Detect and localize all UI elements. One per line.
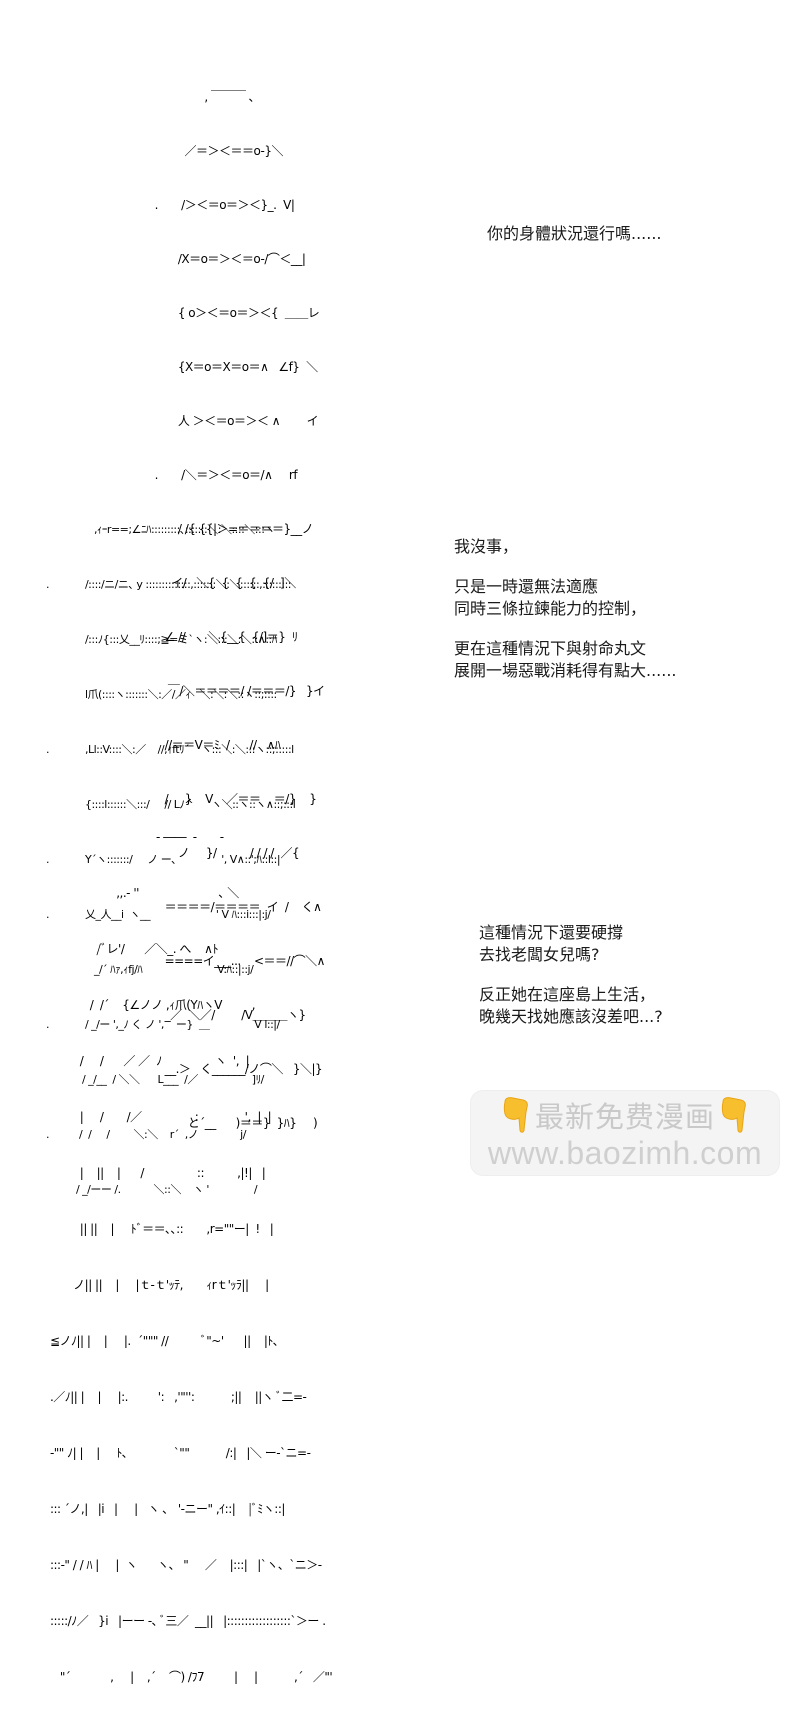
art-line: | || | / :: ,|!| |: [40, 1166, 266, 1180]
ascii-art-character-1: , ￣￣￣ ､ ／＝＞＜＝＝o-}＼ . /＞＜＝o＝＞＜}_. V| /X＝o…: [148, 52, 326, 1168]
art-line: / / ／ ／ ﾉ ヽ ', |: [40, 1054, 250, 1068]
panel-2: ,ｨｰr==;∠ﾆﾊ:::::::::､:::::::＼:＼::::＼:::ヽ …: [0, 470, 800, 1196]
art-line: . /::::/ニ/ニ､ y ::::::::::::::,:::::::＼:＼…: [40, 578, 292, 591]
art-line: l爪(::::ヽ:::::::＼:／/／ｨ ＼:＼:＼::ヽ::;::::: [40, 688, 277, 701]
art-line: ∠ // ＼{__{ {/]＝} ﾘ: [148, 630, 298, 644]
pointing-down-hand-icon: [501, 1096, 531, 1134]
art-line: :::::/ﾉ／ }i |ーー ‐､ ﾞ三／ __|| |:::::::::::…: [40, 1614, 326, 1628]
art-line: "´ , | ,´ ⌒) /ﾌ7 | | ,´ ／"': [40, 1670, 333, 1684]
art-line: ＝＝＝＝/＝＝＝＝ イ / く∧: [148, 900, 322, 914]
ascii-art-character-3: ‐ ―― ‐ ‐ ,,.‐ '' ､ ＼ /ﾞレ'/ ／＼_. へ ∧ﾄ / /…: [40, 792, 333, 1724]
watermark-title: 最新免费漫画: [534, 1100, 715, 1134]
dialog-line: 這種情況下還要硬撐: [479, 923, 624, 942]
dialog-line: 晚幾天找她應該沒差吧...?: [479, 1007, 663, 1026]
art-line: . /＼＝＞＜＝o＝/∧ rf: [148, 468, 298, 482]
dialog-gap: [454, 558, 677, 576]
art-line: . / _/ー ',_ﾉ く ノ ', ー} ＿ V l::|/: [40, 1018, 280, 1031]
art-line: /:::ﾉ{:::乂__ﾘ::::;≧=ミ`ヽ:＼:::＼:＼::∧::ﾊ: [40, 633, 277, 646]
dialog-gap: [479, 966, 663, 984]
art-line: / } V ／＝＝ ＝/} }: [148, 792, 317, 806]
dialog-line: 我沒事，: [454, 537, 519, 556]
art-line: -"" ﾉ| | | ﾄ､ `"" /:| |＼ ー-`ニ=-: [40, 1446, 311, 1460]
art-line: _／ ＼／/ /V＿＿＿ヽ}: [148, 1008, 307, 1022]
art-line: , ￣￣￣ ､: [148, 90, 255, 104]
dialog-line: 展開一場惡戰消耗得有點大......: [454, 661, 677, 680]
art-line: / _/ーー /. ＼::＼ ヽ ' /: [40, 1183, 258, 1196]
dialog-line: 更在這種情況下與射命丸文: [454, 639, 647, 658]
dialog-line: 同時三條拉鍊能力的控制，: [454, 599, 647, 618]
art-line: /X＝o＝＞＜＝o-/⌒＜__|: [148, 252, 306, 266]
art-line: ノ }/ / / / / ／{: [148, 846, 300, 860]
art-line: __.＞ く______/ノ⌒＼ }＼|}: [148, 1062, 323, 1076]
pointing-down-hand-icon: [719, 1096, 749, 1134]
art-line: / /´ {∠ノノ ,ｨ爪(YﾊヽⅤ ,: [40, 998, 256, 1012]
art-line: ,,.‐ '' ､ ＼: [40, 886, 239, 900]
art-line: //＝＝V＝ﾐ / // ∧ﾊ: [148, 738, 281, 752]
art-line: 人 ＞＜＝o＝＞＜ ∧ イ: [148, 414, 319, 428]
art-line: ,ｨｰr==;∠ﾆﾊ:::::::::､:::::::＼:＼::::＼:::ヽ: [40, 523, 275, 536]
watermark-url: www.baozimh.com: [487, 1135, 763, 1171]
art-line: と´__ )＝＝} }ﾊ} ): [148, 1116, 318, 1130]
art-line: ::: ´ノ,| |i | | ヽ ､ '-ニー" ,ｲ::| |ﾞﾐヽ::|: [40, 1502, 285, 1516]
art-line: ノ|| || | |ｔ-ｔ'ｯﾃ, ｨrｔ'ｯﾗ|| |: [40, 1278, 269, 1292]
dialog-line: 去找老闆女兒嗎?: [479, 945, 600, 964]
art-line: . 乂_人__i ヽ__ ' V ﾊ:::i:::|:j/: [40, 908, 271, 921]
art-line: ====イ___... <＝＝//⌒＼∧: [148, 954, 326, 968]
panel-1: , ￣￣￣ ､ ／＝＞＜＝＝o-}＼ . /＞＜＝o＝＞＜}_. V| /X＝o…: [0, 0, 800, 1130]
dialog-line: 反正她在這座島上生活，: [479, 985, 656, 1004]
dialog-text-2: 我沒事， 只是一時還無法適應 同時三條拉鍊能力的控制， 更在這種情況下與射命丸文…: [454, 536, 677, 682]
ascii-art-character-2: ,ｨｰr==;∠ﾆﾊ:::::::::､:::::::＼:＼::::＼:::ヽ …: [40, 484, 296, 1236]
art-line: | / /／ : ', | |: [40, 1110, 272, 1124]
dialog-text-3: 這種情況下還要硬撐 去找老闆女兒嗎? 反正她在這座島上生活， 晚幾天找她應該沒差…: [479, 922, 663, 1028]
watermark-title-row: 最新免费漫画: [471, 1095, 779, 1135]
art-line: ／＝＞＜＝＝o-}＼: [148, 144, 283, 158]
art-line: /ﾞレ'/ ／＼_. へ ∧ﾄ: [40, 942, 218, 956]
dialog-line: 只是一時還無法適應: [454, 577, 599, 596]
art-line: . ,Ll::V::::＼:／ //,ｨftﾘ´ ヽ:::＼:＼:::ヽ::;:…: [40, 743, 294, 756]
art-line: || || | ﾄﾞ＝＝､､:: ,r=""ー| ! |: [40, 1222, 274, 1236]
art-line: ≦ノﾉ|| | | |. ´""" // ﾞ"~' || |ﾄ､: [40, 1334, 279, 1348]
art-line: _/´ ﾊｧ,ｨfj/ﾊ V:ﾊ::|::j/: [40, 963, 254, 976]
dialog-gap: [454, 620, 677, 638]
art-line: {::::l::::::＼:::/ // Lﾉ^ ヽ＼::ヽ::ヽ∧::;:::…: [40, 798, 296, 811]
art-line: イ/ ＼{ { { { {/ ]＼: [148, 576, 296, 590]
art-line: ￣/＼＝＝＝＝/ /＝＝＝/} }イ: [148, 684, 325, 698]
art-line: / _/__ / ＼＼ L___ /／ ]ﾘ/: [40, 1073, 264, 1086]
art-line: {X＝o＝X＝o＝∧ ∠f} ＼: [148, 360, 318, 374]
site-watermark-link[interactable]: 最新免费漫画 www.baozimh.com: [471, 1091, 779, 1175]
art-line: ‐ ―― ‐ ‐: [40, 830, 224, 844]
art-line: . Y´ヽ:::::::/ ノ ー､ ', V∧::';ﾊ::l::|: [40, 853, 281, 866]
art-line: .／ﾉ|| | | |:. ': ,'"'': ;|| ||ヽ ﾞ二=-: [40, 1390, 307, 1404]
dialog-line: 你的身體狀況還行嗎......: [487, 224, 662, 243]
art-line: { o＞＜＝o＝＞＜{ ＿＿レ: [148, 306, 320, 320]
dialog-text-1: 你的身體狀況還行嗎......: [487, 223, 662, 245]
art-line: . /＞＜＝o＝＞＜}_. V|: [148, 198, 295, 212]
art-line: / /{ {{|＞=＝＝＝＝}__ノ: [148, 522, 314, 536]
art-line: . / / / ＼:＼ r´ ,ノ j/: [40, 1128, 246, 1141]
art-line: :::-" / / ﾊ | | ヽ ヽ、 " ／ |:::| |`ヽ、`ニ＞-: [40, 1558, 322, 1572]
